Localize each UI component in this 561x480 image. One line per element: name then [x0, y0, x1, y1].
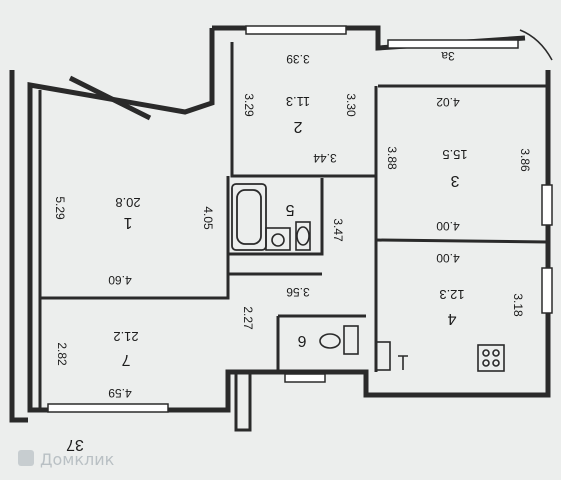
room-4-number: 4 [447, 310, 456, 327]
toilet-icon [295, 221, 311, 251]
watermark-logo: Домклик [18, 450, 115, 469]
room-2-area: 11.3 [286, 94, 310, 109]
room-2-dim-left: 3.29 [242, 93, 256, 117]
room-1-dim-right: 4.05 [201, 206, 215, 230]
room-3-dim-right: 3.86 [518, 148, 532, 172]
room-4-dim-right: 3.18 [511, 293, 525, 317]
room-2-number: 2 [293, 118, 302, 135]
room-1-dim-left: 5.29 [53, 196, 67, 220]
windows [47, 25, 553, 413]
room-7-dim-left: 2.82 [55, 342, 69, 366]
room-1-dim-bottom: 4.60 [108, 273, 132, 287]
room-7-area: 21.2 [113, 329, 138, 344]
room-7-number: 7 [121, 351, 130, 368]
room-3-dim-top: 4.02 [436, 95, 460, 109]
room-2-dim-top: 3.39 [286, 52, 310, 66]
room-2-dim-right: 3.30 [344, 93, 358, 117]
stove-icon [477, 344, 505, 372]
room-7-dim-bottom: 4.59 [108, 386, 132, 400]
room-6-number: 6 [297, 332, 306, 349]
corridor-dim-width: 2.27 [241, 306, 255, 330]
room-3-area: 15.5 [442, 147, 467, 162]
kitchen-sink-icon [375, 341, 408, 371]
room-5-dim: 3.47 [331, 218, 345, 242]
room-3-number: 3 [450, 172, 459, 189]
room-3-dim-bottom: 4.00 [436, 219, 460, 233]
room-1-area: 20.8 [115, 195, 140, 210]
room-4-area: 12.3 [439, 287, 464, 302]
building-number: 37 [66, 436, 84, 453]
toilet-icon-2 [319, 325, 359, 355]
room-1-number: 1 [123, 214, 132, 231]
room-4-dim-top: 4.00 [436, 251, 460, 265]
room-3-dim-left: 3.88 [385, 146, 399, 170]
corridor-dim-length: 3.56 [286, 285, 310, 299]
room-5-number: 5 [285, 201, 294, 218]
interior-walls [38, 42, 549, 432]
room-2-dim-bottom: 3.44 [313, 151, 337, 165]
bathtub-icon [231, 183, 267, 251]
room-3a-number: 3a [441, 49, 455, 63]
watermark-text: Домклик [40, 450, 115, 469]
sink-icon [265, 227, 291, 251]
